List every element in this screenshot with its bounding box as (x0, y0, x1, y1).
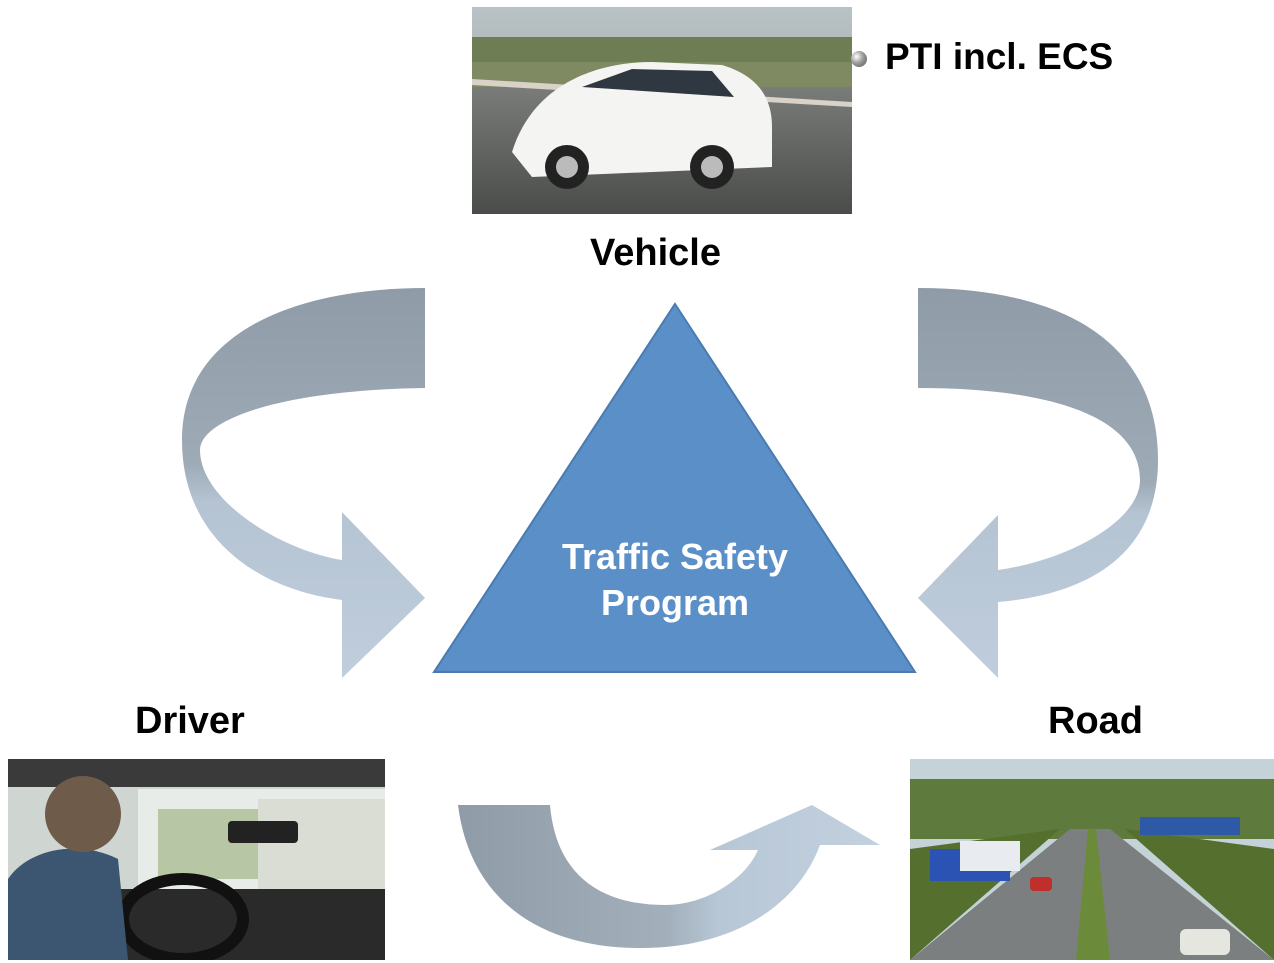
vehicle-photo (472, 7, 852, 214)
pti-label: PTI incl. ECS (885, 36, 1114, 77)
bullet-icon (851, 51, 867, 67)
driver-photo (8, 759, 385, 960)
traffic-safety-triangle (432, 302, 917, 673)
vehicle-label: Vehicle (590, 232, 721, 274)
arrow-vehicle-to-road-side (918, 288, 1158, 678)
road-photo (910, 759, 1274, 960)
arrow-vehicle-to-driver-side (182, 288, 425, 678)
center-label: Traffic Safety Program (525, 534, 825, 626)
driver-label: Driver (135, 700, 245, 742)
road-label: Road (1048, 700, 1143, 742)
arrow-driver-to-road (458, 805, 880, 948)
center-label-line2: Program (600, 582, 750, 623)
center-label-line1: Traffic Safety (561, 536, 789, 577)
